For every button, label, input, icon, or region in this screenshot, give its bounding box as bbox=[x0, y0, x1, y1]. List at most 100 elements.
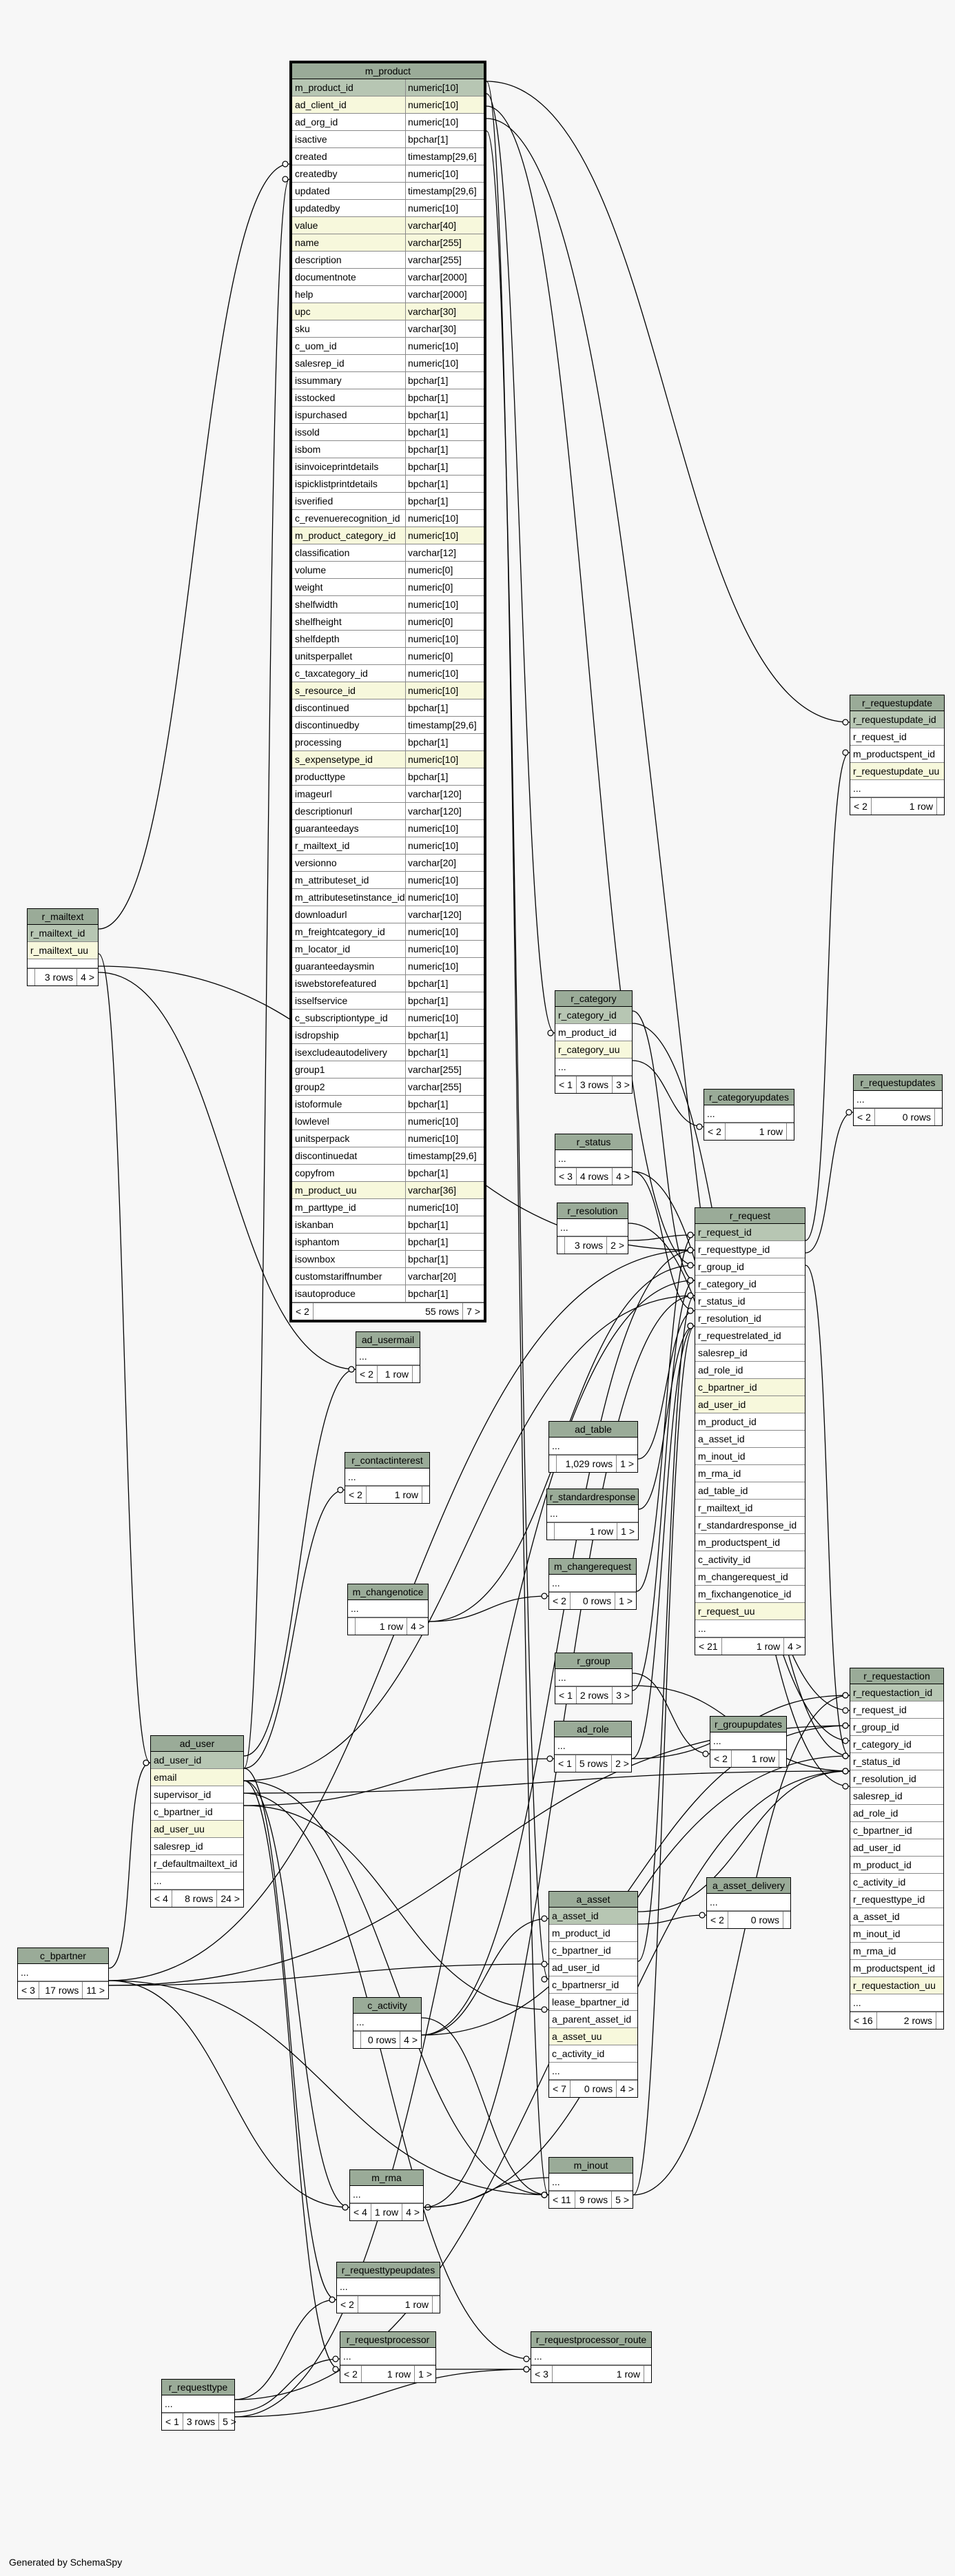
column-row[interactable]: m_product_id bbox=[555, 1024, 632, 1041]
column-row[interactable]: ... bbox=[531, 2348, 651, 2365]
column-row[interactable]: ... bbox=[850, 1994, 943, 2012]
column-row[interactable]: ... bbox=[356, 1348, 420, 1365]
table-title[interactable]: r_request bbox=[695, 1208, 805, 1224]
table-title[interactable]: c_bpartner bbox=[18, 1948, 108, 1964]
column-row[interactable]: ... bbox=[555, 1150, 632, 1167]
children-count[interactable] bbox=[935, 1109, 942, 1125]
children-count[interactable] bbox=[936, 2012, 943, 2029]
column-row[interactable]: salesrep_id bbox=[151, 1838, 243, 1855]
column-row[interactable]: ... bbox=[348, 1600, 428, 1617]
column-row[interactable]: ... bbox=[555, 1737, 631, 1755]
column-row[interactable]: m_productspent_id bbox=[850, 1960, 943, 1977]
column-row[interactable]: ... bbox=[704, 1105, 794, 1123]
column-row[interactable]: c_activity_id bbox=[549, 2045, 637, 2063]
column-row[interactable]: r_category_id bbox=[555, 1007, 632, 1024]
table-title[interactable]: r_requestupdate bbox=[850, 695, 944, 711]
table-title[interactable]: r_contactinterest bbox=[345, 1453, 429, 1469]
children-count[interactable]: 3 > bbox=[616, 1690, 630, 1701]
parents-count[interactable]: < 2 bbox=[356, 1366, 378, 1382]
column-row[interactable]: ... bbox=[151, 1872, 243, 1890]
column-row[interactable]: r_category_id bbox=[695, 1276, 805, 1293]
column-row[interactable]: r_category_uu bbox=[555, 1041, 632, 1059]
children-count[interactable]: 2 > bbox=[610, 1240, 624, 1251]
parents-count[interactable]: < 2 bbox=[549, 1593, 571, 1609]
table-title[interactable]: r_groupupdates bbox=[710, 1717, 786, 1732]
children-count[interactable]: 7 > bbox=[466, 1306, 480, 1317]
column-row[interactable]: ... bbox=[549, 1438, 637, 1455]
table-title[interactable]: r_requesttypeupdates bbox=[337, 2262, 440, 2278]
parents-count[interactable] bbox=[28, 969, 35, 985]
column-row[interactable]: r_status_id bbox=[695, 1293, 805, 1310]
table-title[interactable]: r_requestupdates bbox=[854, 1075, 942, 1091]
children-count[interactable]: 1 > bbox=[620, 1458, 634, 1469]
children-count[interactable]: 4 > bbox=[788, 1641, 801, 1652]
column-row[interactable]: ... bbox=[549, 2063, 637, 2080]
column-row[interactable]: c_activity_id bbox=[695, 1551, 805, 1568]
column-row[interactable]: ... bbox=[353, 2014, 421, 2031]
column-row[interactable]: m_product_id bbox=[850, 1857, 943, 1874]
column-row[interactable]: r_mailtext_id bbox=[28, 925, 98, 942]
parents-count[interactable]: < 7 bbox=[549, 2081, 571, 2097]
parents-count[interactable]: < 4 bbox=[350, 2204, 371, 2220]
column-row[interactable]: r_group_id bbox=[695, 1258, 805, 1276]
column-row[interactable]: ... bbox=[695, 1620, 805, 1637]
column-row[interactable]: r_mailtext_id bbox=[695, 1500, 805, 1517]
table-title[interactable]: m_rma bbox=[350, 2170, 423, 2186]
column-row[interactable]: c_bpartner_id bbox=[695, 1379, 805, 1396]
parents-count[interactable]: < 1 bbox=[555, 1687, 577, 1704]
parents-count[interactable]: < 2 bbox=[345, 1486, 367, 1503]
column-row[interactable]: c_activity_id bbox=[850, 1874, 943, 1891]
parents-count[interactable] bbox=[557, 1237, 565, 1254]
column-row[interactable]: c_bpartner_id bbox=[549, 1942, 637, 1959]
column-row[interactable]: supervisor_id bbox=[151, 1786, 243, 1803]
table-title[interactable]: m_changerequest bbox=[549, 1559, 636, 1575]
parents-count[interactable]: < 2 bbox=[850, 798, 872, 815]
table-title[interactable]: r_group bbox=[555, 1653, 632, 1669]
column-row[interactable]: ... bbox=[710, 1732, 786, 1750]
column-row[interactable]: ... bbox=[555, 1669, 632, 1686]
column-row[interactable]: ad_user_id bbox=[549, 1959, 637, 1976]
column-row[interactable]: ... bbox=[18, 1964, 108, 1981]
table-title[interactable]: c_activity bbox=[353, 1998, 421, 2014]
parents-count[interactable]: < 16 bbox=[850, 2012, 877, 2029]
column-row[interactable]: ... bbox=[854, 1091, 942, 1108]
column-row[interactable]: ... bbox=[549, 2174, 633, 2191]
parents-count[interactable]: < 1 bbox=[555, 1755, 576, 1772]
parents-count[interactable]: < 11 bbox=[549, 2191, 575, 2208]
